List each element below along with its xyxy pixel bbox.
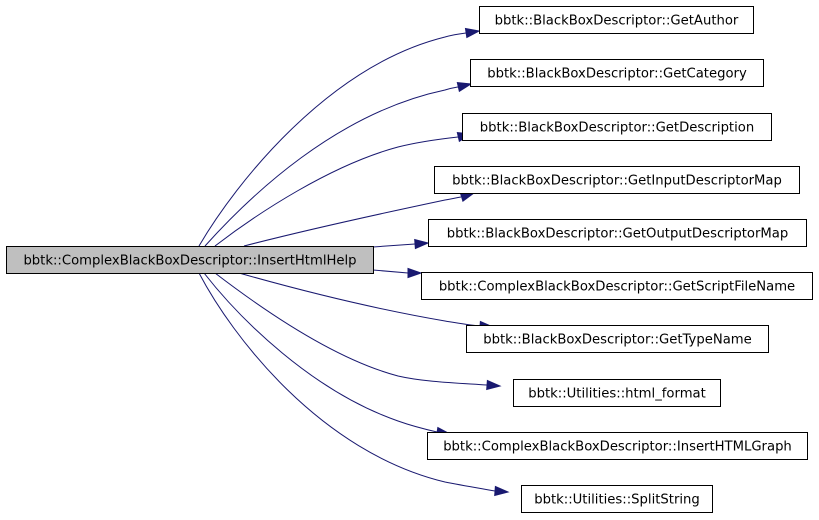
edge-line — [214, 136, 459, 247]
edge-line — [198, 32, 467, 247]
node-box[interactable] — [521, 485, 713, 513]
node-label: bbtk::ComplexBlackBoxDescriptor::InsertH… — [23, 254, 356, 269]
arrowhead — [464, 27, 481, 39]
edge-line — [238, 272, 481, 327]
edge-line — [204, 86, 459, 247]
node-label: bbtk::Utilities::SplitString — [534, 493, 700, 508]
edge-to-html-format — [214, 272, 502, 391]
node-get-output-descriptor-map[interactable]: bbtk::BlackBoxDescriptor::GetOutputDescr… — [428, 219, 807, 247]
node-box[interactable] — [462, 113, 772, 141]
node-label: bbtk::BlackBoxDescriptor::GetDescription — [480, 121, 754, 136]
node-box[interactable] — [428, 219, 807, 247]
arrowhead — [407, 267, 423, 279]
node-label: bbtk::Utilities::html_format — [528, 387, 706, 402]
edge-to-get-author — [198, 27, 481, 247]
edge-line — [198, 272, 496, 492]
node-box[interactable] — [513, 379, 721, 407]
arrowhead — [414, 238, 430, 250]
node-box[interactable] — [421, 272, 813, 300]
node-get-script-file-name[interactable]: bbtk::ComplexBlackBoxDescriptor::GetScri… — [421, 272, 813, 300]
node-box[interactable] — [466, 325, 769, 353]
node-split-string[interactable]: bbtk::Utilities::SplitString — [521, 485, 713, 513]
node-html-format[interactable]: bbtk::Utilities::html_format — [513, 379, 721, 407]
node-get-author[interactable]: bbtk::BlackBoxDescriptor::GetAuthor — [479, 6, 754, 34]
edge-to-get-output-descriptor-map — [372, 238, 430, 250]
arrowhead — [486, 379, 502, 391]
edge-to-get-category — [204, 81, 473, 247]
edge-line — [214, 272, 488, 386]
node-get-category[interactable]: bbtk::BlackBoxDescriptor::GetCategory — [470, 59, 764, 87]
arrowhead — [456, 81, 473, 93]
node-label: bbtk::BlackBoxDescriptor::GetAuthor — [495, 14, 739, 29]
node-box[interactable] — [470, 59, 764, 87]
node-label: bbtk::ComplexBlackBoxDescriptor::GetScri… — [439, 280, 795, 295]
node-get-type-name[interactable]: bbtk::BlackBoxDescriptor::GetTypeName — [466, 325, 769, 353]
edge-line — [203, 272, 438, 433]
node-label: bbtk::BlackBoxDescriptor::GetInputDescri… — [452, 174, 782, 189]
node-box[interactable] — [6, 246, 374, 274]
source-node-source[interactable]: bbtk::ComplexBlackBoxDescriptor::InsertH… — [6, 246, 374, 274]
edge-line — [372, 269, 409, 274]
node-label: bbtk::BlackBoxDescriptor::GetTypeName — [483, 333, 752, 348]
arrowhead — [494, 485, 510, 497]
node-label: bbtk::BlackBoxDescriptor::GetOutputDescr… — [447, 227, 788, 242]
node-get-description[interactable]: bbtk::BlackBoxDescriptor::GetDescription — [462, 113, 772, 141]
node-get-input-descriptor-map[interactable]: bbtk::BlackBoxDescriptor::GetInputDescri… — [434, 166, 800, 194]
edge-to-get-script-file-name — [372, 267, 423, 279]
edges-layer — [198, 27, 510, 497]
node-label: bbtk::ComplexBlackBoxDescriptor::InsertH… — [443, 440, 792, 455]
node-box[interactable] — [434, 166, 800, 194]
node-box[interactable] — [479, 6, 754, 34]
edge-to-split-string — [198, 272, 510, 497]
node-insert-html-graph[interactable]: bbtk::ComplexBlackBoxDescriptor::InsertH… — [427, 432, 808, 460]
edge-to-insert-html-graph — [203, 272, 452, 438]
edge-line — [372, 243, 416, 248]
node-box[interactable] — [427, 432, 808, 460]
edge-line — [243, 196, 462, 247]
node-label: bbtk::BlackBoxDescriptor::GetCategory — [487, 67, 747, 82]
nodes-layer: bbtk::ComplexBlackBoxDescriptor::InsertH… — [6, 6, 813, 513]
